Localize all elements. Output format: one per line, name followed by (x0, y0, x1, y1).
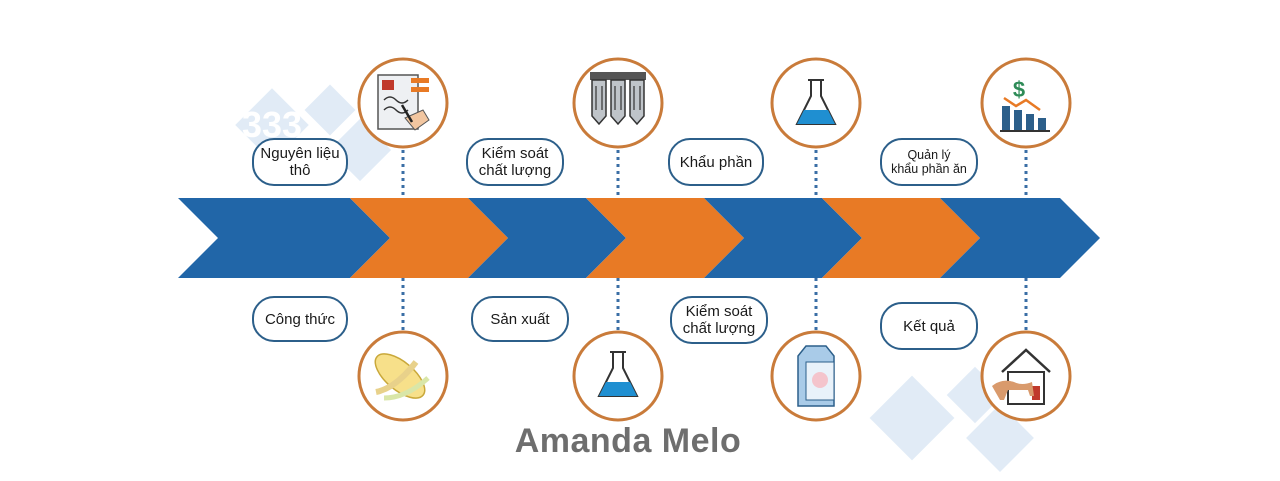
arrow-segment-5 (704, 198, 862, 278)
arrow-segment-6 (822, 198, 980, 278)
raw-material-document-icon (357, 57, 449, 149)
label-ration-management: Quản lý khẩu phần ăn (880, 138, 978, 186)
silo-icon (572, 57, 664, 149)
label-quality-control-top: Kiểm soát chất lượng (466, 138, 564, 186)
arrow-segment-7 (940, 198, 1100, 278)
arrow-segment-3 (468, 198, 626, 278)
arrow-segment-2 (350, 198, 508, 278)
finance-chart-icon: $ (980, 57, 1072, 149)
svg-text:$: $ (1013, 77, 1025, 102)
label-raw-materials: Nguyên liệu thô (252, 138, 348, 186)
milk-carton-icon (770, 330, 862, 422)
label-formula: Công thức (252, 296, 348, 342)
label-results: Kết quả (880, 302, 978, 350)
connectors (401, 150, 1028, 330)
label-quality-control-bottom: Kiểm soát chất lượng (670, 296, 768, 344)
arrow-segment-1 (178, 198, 390, 278)
flask-icon (770, 57, 862, 149)
process-arrow-band (178, 198, 1100, 278)
farm-house-icon (980, 330, 1072, 422)
arrow-segment-4 (586, 198, 744, 278)
flask-icon-2 (572, 330, 664, 422)
author-name: Amanda Melo (514, 422, 742, 460)
corn-icon (357, 330, 449, 422)
label-ration: Khẩu phần (668, 138, 764, 186)
label-production: Sản xuất (471, 296, 569, 342)
